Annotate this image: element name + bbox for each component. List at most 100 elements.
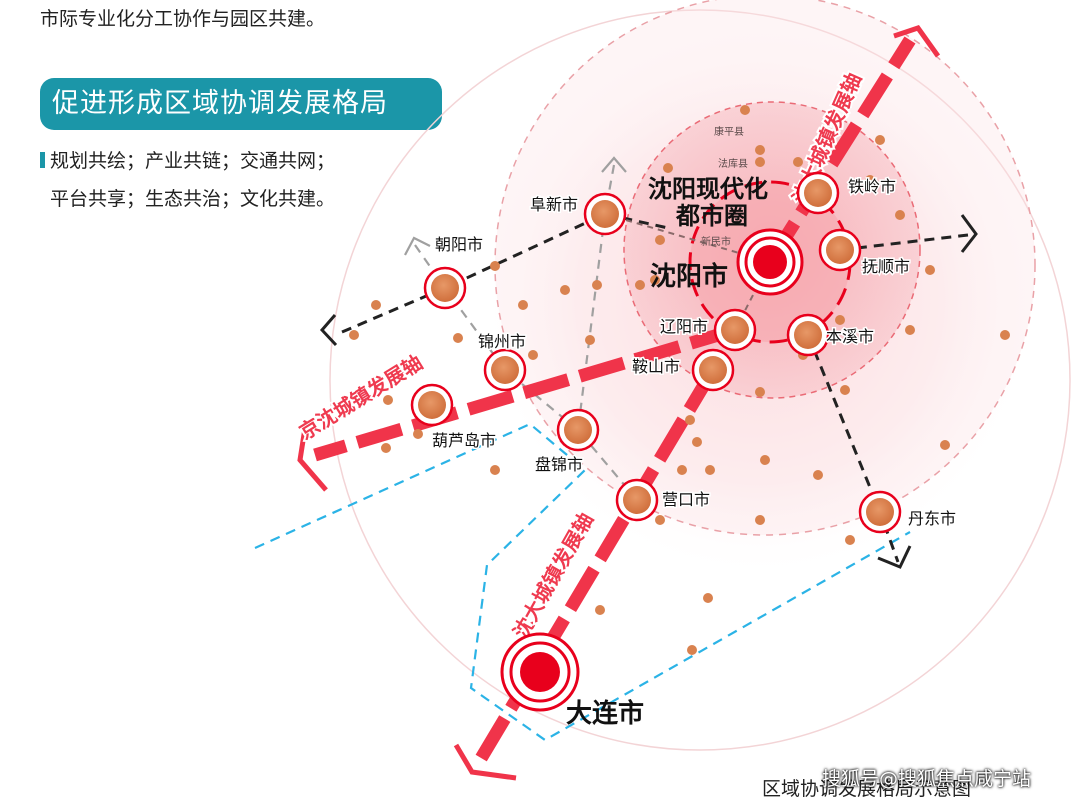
city-label-anshan: 鞍山市 — [632, 357, 680, 376]
axis-jingshen — [313, 323, 737, 462]
corridor-chaoyang-panjin — [414, 244, 579, 431]
arrow-west-icon — [319, 314, 338, 347]
town-dot — [687, 645, 697, 655]
town-dot — [518, 300, 528, 310]
city-node-anshan — [691, 348, 735, 392]
town-dot — [655, 515, 665, 525]
metro-label-line-2: 都市圈 — [675, 202, 748, 230]
arrow-northwest-grey-icon — [404, 236, 431, 256]
town-dots — [349, 105, 1010, 655]
town-dot — [793, 157, 803, 167]
town-dot — [349, 330, 359, 340]
town-dot — [381, 443, 391, 453]
town-dot — [905, 325, 915, 335]
city-nodes — [410, 171, 902, 534]
town-dot — [595, 605, 605, 615]
county-label-faku: 法库县 — [718, 157, 748, 170]
city-node-panjin — [556, 408, 600, 452]
watermark: 搜狐号@搜狐焦点咸宁站 — [822, 768, 1032, 790]
core-label-shenyang: 沈阳市 — [650, 261, 728, 292]
city-node-liaoyang — [713, 308, 757, 352]
corridor-east — [839, 233, 969, 252]
city-node-fuxin — [583, 192, 627, 236]
corridor-west — [341, 212, 669, 334]
pillars-line-1: 规划共绘；产业共链；交通共网； — [50, 150, 336, 172]
arrow-axis-north-icon — [893, 25, 941, 58]
town-dot — [1000, 330, 1010, 340]
pillars-text: 规划共绘；产业共链；交通共网； 平台共享；生态共治；文化共建。 — [40, 142, 335, 218]
town-dot — [813, 470, 823, 480]
outer-ring-faint — [329, 9, 1071, 751]
town-dot — [755, 157, 765, 167]
county-label-xinmin: 新民市 — [701, 235, 731, 248]
town-dot — [740, 105, 750, 115]
city-node-fushun — [818, 228, 862, 272]
town-dot — [835, 315, 845, 325]
pillars-line-2: 平台共享；生态共治；文化共建。 — [50, 188, 336, 210]
town-dot — [692, 437, 702, 447]
town-dot — [490, 465, 500, 475]
city-label-tieling: 铁岭市 — [848, 177, 896, 196]
town-dot — [865, 175, 875, 185]
city-label-benxi: 本溪市 — [826, 327, 874, 346]
town-dot — [760, 455, 770, 465]
town-dot — [703, 593, 713, 603]
town-dot — [755, 515, 765, 525]
city-node-huludao — [410, 383, 454, 427]
town-dot — [895, 210, 905, 220]
corridor-fuxin-yingkou — [576, 164, 638, 501]
town-dot — [585, 335, 595, 345]
city-node-chaoyang — [423, 266, 467, 310]
arrow-axis-west-icon — [297, 427, 328, 492]
town-dot — [371, 300, 381, 310]
town-dot — [560, 285, 570, 295]
corridor-core-spokes — [604, 213, 772, 331]
town-dot — [383, 395, 393, 405]
town-dot — [925, 265, 935, 275]
city-node-jinzhou — [483, 348, 527, 392]
town-dot — [845, 535, 855, 545]
core-node-shenyang — [736, 228, 804, 296]
core-label-dalian: 大连市 — [566, 698, 644, 729]
town-dot — [755, 387, 765, 397]
axis-label-jingshen: 京沈城镇发展轴 — [295, 350, 427, 444]
arrow-axis-south-icon — [453, 743, 517, 781]
town-dot — [650, 275, 660, 285]
town-dot — [677, 465, 687, 475]
city-label-dandong: 丹东市 — [908, 509, 956, 528]
town-dot — [453, 333, 463, 343]
city-label-yingkou: 营口市 — [662, 490, 710, 509]
town-dot — [875, 135, 885, 145]
arrow-southeast-icon — [877, 545, 912, 569]
metro-label-line-1: 沈阳现代化 — [648, 175, 768, 203]
arrow-east-icon — [960, 214, 978, 253]
city-node-dandong — [858, 490, 902, 534]
town-dot — [413, 429, 423, 439]
town-dot — [635, 280, 645, 290]
core-node-dalian — [500, 632, 580, 712]
city-node-yingkou — [615, 478, 659, 522]
city-label-panjin: 盘锦市 — [535, 455, 583, 474]
town-dot — [685, 415, 695, 425]
intro-text: 市际专业化分工协作与园区共建。 — [40, 8, 326, 30]
town-dot — [655, 235, 665, 245]
bullet-bar-icon — [40, 152, 45, 168]
city-label-chaoyang: 朝阳市 — [435, 235, 483, 254]
city-label-huludao: 葫芦岛市 — [432, 431, 496, 450]
town-dot — [940, 440, 950, 450]
city-label-fushun: 抚顺市 — [862, 257, 910, 276]
town-dot — [663, 163, 673, 173]
axis-shenda-north — [764, 36, 916, 266]
figure-caption: 区域协调发展格局示意图 — [762, 778, 972, 800]
arrow-north-grey-icon — [601, 156, 627, 173]
town-dot — [490, 261, 500, 271]
city-label-fuxin: 阜新市 — [530, 195, 578, 214]
section-banner: 促进形成区域协调发展格局 — [40, 78, 442, 130]
city-node-tieling — [796, 171, 840, 215]
town-dot — [755, 145, 765, 155]
town-dot — [592, 280, 602, 290]
city-label-jinzhou: 锦州市 — [478, 332, 526, 351]
town-dot — [528, 350, 538, 360]
